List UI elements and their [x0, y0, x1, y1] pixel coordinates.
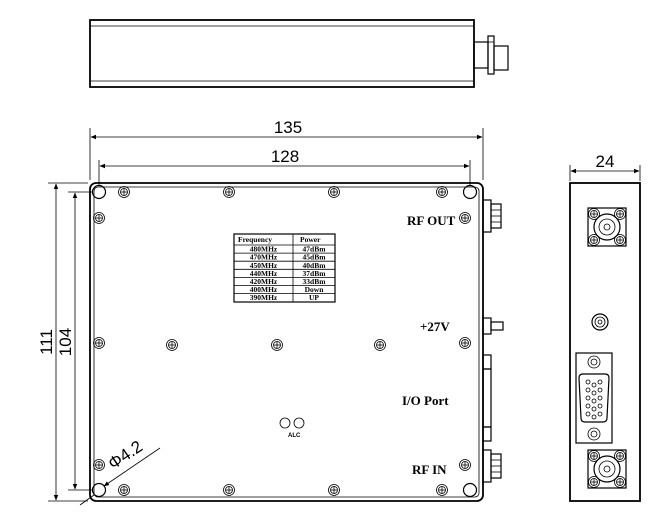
side-view: 24 [569, 152, 641, 502]
dimension-width-holes: 128 [98, 147, 471, 186]
connector-pin-icon [597, 395, 603, 401]
table-cell-power: Down [305, 285, 325, 294]
screw-icon [93, 186, 471, 496]
connector-pin-icon [585, 411, 591, 417]
connector-pin-icon [591, 414, 597, 420]
connector-pin-icon [597, 379, 603, 385]
power-label: +27V [420, 319, 450, 334]
connector-pin-icon [597, 411, 603, 417]
io-port-connector-icon [482, 354, 492, 442]
power-connector-icon [482, 317, 504, 335]
table-cell-frequency: 440MHz [250, 269, 278, 278]
connector-pin-icon [585, 395, 591, 401]
rf-out-label: RF OUT [407, 213, 456, 228]
dimension-height-overall: 111 [37, 182, 88, 502]
io-port-label: I/O Port [402, 393, 449, 408]
rf-in-flange-icon [587, 449, 627, 489]
connector-pin-icon [597, 387, 603, 393]
table-cell-power: 33dBm [303, 277, 327, 286]
power-table: Frequency Power 480MHz 47dBm 470MHz 45dBm 45… [233, 233, 336, 303]
table-cell-power: 37dBm [303, 269, 327, 278]
connector-pin-icon [591, 390, 597, 396]
dimension-text: 24 [596, 152, 615, 171]
table-cell-power: 45dBm [303, 253, 327, 262]
table-cell-frequency: 470MHz [250, 253, 278, 262]
alc-adjust-icon [279, 417, 305, 429]
table-cell-power: 40dBm [303, 261, 327, 270]
table-header-power: Power [300, 235, 321, 244]
rf-in-connector-icon [482, 449, 502, 483]
connector-pin-icon [591, 382, 597, 388]
connector-pin-icon [585, 387, 591, 393]
connector-pin-icon [591, 398, 597, 404]
mounting-hole-icon [462, 184, 478, 200]
rf-in-label: RF IN [412, 462, 447, 477]
dc-feedthrough-icon [591, 313, 609, 331]
table-cell-frequency: 400MHz [250, 285, 278, 294]
dimension-text: 128 [271, 147, 299, 166]
connector-pin-icon [597, 403, 603, 409]
dimension-text: Φ4.2 [105, 437, 146, 474]
mounting-hole-icon [91, 184, 107, 200]
rf-out-connector-icon [482, 199, 502, 233]
mounting-hole-icon [462, 482, 478, 498]
dimension-text: 135 [274, 118, 302, 137]
db-connector-icon [575, 352, 613, 444]
table-cell-frequency: 450MHz [250, 261, 278, 270]
dimension-text: 111 [37, 329, 56, 355]
connector-pin-icon [585, 379, 591, 385]
front-view: RF OUT +27V I/O Port RF IN ALC Frequency… [37, 118, 504, 506]
top-profile-view [89, 19, 509, 88]
table-header-frequency: Frequency [238, 235, 272, 244]
dimension-width-overall: 135 [89, 118, 484, 180]
connector-pin-icon [591, 406, 597, 412]
table-cell-frequency: 420MHz [250, 277, 278, 286]
dimension-height-holes: 104 [56, 191, 92, 491]
table-cell-frequency: 390MHz [250, 293, 278, 302]
table-cell-power: 47dBm [303, 245, 327, 254]
connector-pin-icon [585, 403, 591, 409]
alc-label: ALC [288, 433, 301, 439]
mounting-hole-icon [91, 482, 107, 498]
dimension-depth: 24 [569, 152, 641, 181]
dimension-hole-diameter: Φ4.2 [79, 437, 161, 506]
dimension-text: 104 [56, 328, 75, 356]
rf-out-flange-icon [587, 207, 627, 247]
table-cell-frequency: 480MHz [250, 245, 278, 254]
table-cell-power: UP [309, 293, 319, 302]
